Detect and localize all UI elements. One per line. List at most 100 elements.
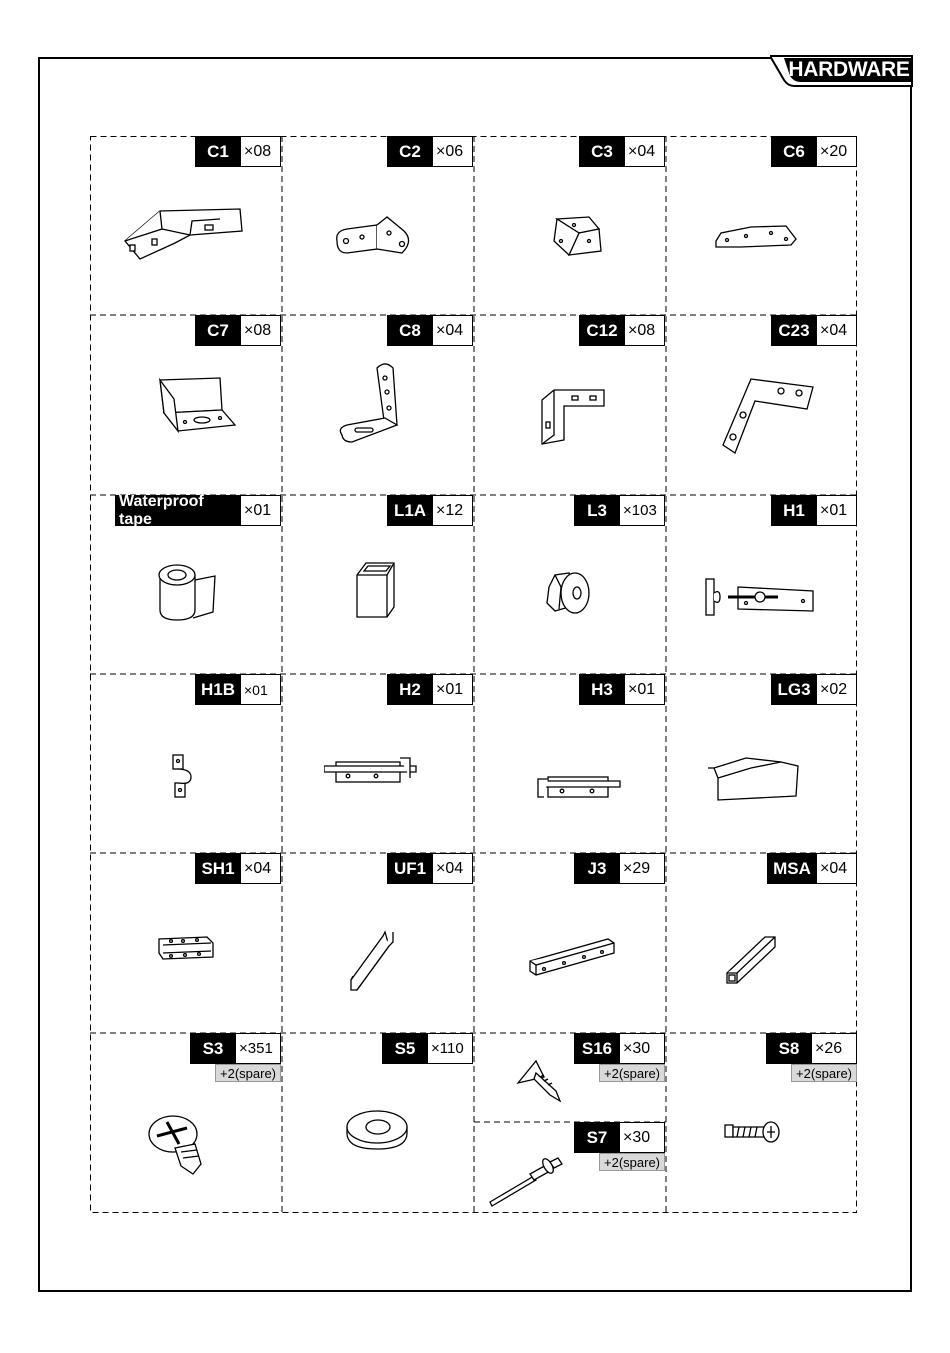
part-qty: ×30 bbox=[620, 1033, 665, 1064]
part-tag: C23 ×04 bbox=[771, 315, 857, 346]
spare-badge: +2(spare) bbox=[599, 1153, 665, 1171]
part-code: H2 bbox=[387, 674, 433, 705]
part-code: S16 bbox=[574, 1033, 620, 1064]
part-qty: ×04 bbox=[817, 315, 857, 346]
part-code: Waterproof tape bbox=[115, 495, 241, 526]
screw-s3-drawing bbox=[145, 1108, 220, 1178]
flat-bracket-c3-drawing bbox=[549, 211, 609, 261]
part-code: C7 bbox=[195, 315, 241, 346]
part-code: S3 bbox=[190, 1033, 236, 1064]
part-qty: ×01 bbox=[241, 674, 281, 705]
part-h3: H3 ×01 bbox=[474, 674, 666, 854]
countersunk-screw-s16-drawing bbox=[514, 1055, 569, 1105]
part-code: H1B bbox=[195, 674, 241, 705]
part-code: LG3 bbox=[771, 674, 817, 705]
part-s16: S16 ×30 +2(spare) bbox=[474, 1033, 666, 1122]
part-lg3: LG3 ×02 bbox=[666, 674, 858, 854]
part-waterproof-tape: Waterproof tape ×01 bbox=[90, 495, 282, 675]
part-s5: S5 ×110 bbox=[282, 1033, 474, 1213]
part-msa: MSA ×04 bbox=[666, 853, 858, 1033]
part-code: C1 bbox=[195, 136, 241, 167]
part-qty: ×30 bbox=[620, 1122, 665, 1153]
part-code: S7 bbox=[574, 1122, 620, 1153]
l-bracket-c7-drawing bbox=[150, 375, 240, 445]
part-qty: ×02 bbox=[817, 674, 857, 705]
part-tag: H1 ×01 bbox=[771, 495, 857, 526]
part-code: H1 bbox=[771, 495, 817, 526]
part-c12: C12 ×08 bbox=[474, 315, 666, 495]
part-tag: SH1 ×04 bbox=[195, 853, 281, 884]
part-c2: C2 ×06 bbox=[282, 136, 474, 316]
corner-bracket-c12-drawing bbox=[534, 380, 614, 450]
rivet-s7-drawing bbox=[486, 1148, 576, 1208]
door-latch-h1-drawing bbox=[698, 575, 823, 620]
part-qty: ×04 bbox=[625, 136, 665, 167]
part-tag: S5 ×110 bbox=[382, 1033, 473, 1064]
part-qty: ×351 bbox=[236, 1033, 281, 1064]
joiner-j3-drawing bbox=[524, 933, 624, 983]
part-code: L3 bbox=[574, 495, 620, 526]
part-qty: ×08 bbox=[241, 315, 281, 346]
spare-badge: +2(spare) bbox=[215, 1064, 281, 1082]
part-uf1: UF1 ×04 bbox=[282, 853, 474, 1033]
part-c3: C3 ×04 bbox=[474, 136, 666, 316]
part-tag: H3 ×01 bbox=[579, 674, 665, 705]
part-tag: Waterproof tape ×01 bbox=[115, 495, 281, 526]
part-h2: H2 ×01 bbox=[282, 674, 474, 854]
l-bracket-c8-drawing bbox=[337, 360, 417, 450]
nylon-washer-l3-drawing bbox=[539, 567, 599, 622]
angle-bracket-c2-drawing bbox=[332, 211, 417, 261]
tape-roll-drawing bbox=[155, 560, 225, 625]
square-cap-l1a-drawing bbox=[352, 557, 402, 627]
part-qty: ×04 bbox=[433, 315, 473, 346]
part-s3: S3 ×351 +2(spare) bbox=[90, 1033, 282, 1213]
part-qty: ×01 bbox=[433, 674, 473, 705]
connector-plate-c6-drawing bbox=[711, 221, 806, 256]
spare-badge: +2(spare) bbox=[791, 1064, 857, 1082]
part-l1a: L1A ×12 bbox=[282, 495, 474, 675]
machine-screw-s8-drawing bbox=[721, 1115, 791, 1150]
part-code: C6 bbox=[771, 136, 817, 167]
part-tag: MSA ×04 bbox=[767, 853, 857, 884]
u-channel-uf1-drawing bbox=[347, 928, 402, 993]
part-qty: ×04 bbox=[241, 853, 281, 884]
parts-grid: C1 ×08 C2 ×06 bbox=[90, 136, 857, 1213]
washer-s5-drawing bbox=[342, 1103, 417, 1153]
spare-badge: +2(spare) bbox=[599, 1064, 665, 1082]
part-tag: C3 ×04 bbox=[579, 136, 665, 167]
part-qty: ×110 bbox=[428, 1033, 473, 1064]
part-tag: LG3 ×02 bbox=[771, 674, 857, 705]
part-tag: H2 ×01 bbox=[387, 674, 473, 705]
part-tag: C12 ×08 bbox=[579, 315, 665, 346]
part-h1: H1 ×01 bbox=[666, 495, 858, 675]
part-h1b: H1B ×01 bbox=[90, 674, 282, 854]
part-tag: UF1 ×04 bbox=[387, 853, 473, 884]
part-tag: C6 ×20 bbox=[771, 136, 857, 167]
part-qty: ×08 bbox=[241, 136, 281, 167]
part-tag: C7 ×08 bbox=[195, 315, 281, 346]
part-tag: C8 ×04 bbox=[387, 315, 473, 346]
part-qty: ×06 bbox=[433, 136, 473, 167]
square-tube-msa-drawing bbox=[721, 933, 791, 998]
part-qty: ×26 bbox=[812, 1033, 857, 1064]
part-qty: ×103 bbox=[620, 495, 665, 526]
part-tag: S8 ×26 bbox=[766, 1033, 857, 1064]
part-s7: S7 ×30 +2(spare) bbox=[474, 1122, 666, 1213]
part-qty: ×20 bbox=[817, 136, 857, 167]
part-code: MSA bbox=[767, 853, 817, 884]
part-tag: S3 ×351 bbox=[190, 1033, 281, 1064]
barrel-bolt-h3-drawing bbox=[534, 769, 629, 804]
part-code: C23 bbox=[771, 315, 817, 346]
part-tag: S16 ×30 bbox=[574, 1033, 665, 1064]
part-tag: J3 ×29 bbox=[574, 853, 665, 884]
part-l3: L3 ×103 bbox=[474, 495, 666, 675]
part-tag: H1B ×01 bbox=[195, 674, 281, 705]
part-code: C3 bbox=[579, 136, 625, 167]
part-c7: C7 ×08 bbox=[90, 315, 282, 495]
corner-bracket-c1-drawing bbox=[120, 201, 250, 266]
part-c6: C6 ×20 bbox=[666, 136, 858, 316]
part-tag: L1A ×12 bbox=[387, 495, 473, 526]
part-code: UF1 bbox=[387, 853, 433, 884]
part-code: S8 bbox=[766, 1033, 812, 1064]
latch-keeper-h1b-drawing bbox=[165, 749, 205, 804]
